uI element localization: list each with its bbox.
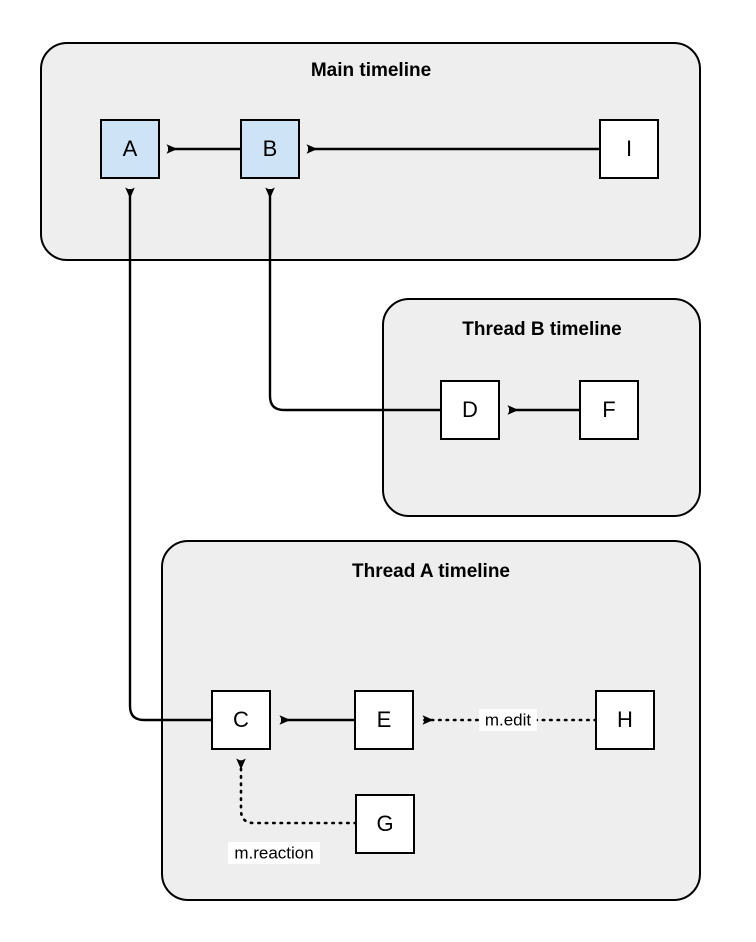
node-rect[interactable] xyxy=(100,119,160,179)
edges-layer xyxy=(125,144,600,825)
node-rect[interactable] xyxy=(354,690,414,750)
container-title: Thread A timeline xyxy=(352,561,510,582)
edge-label-background xyxy=(479,709,537,731)
event-node-E[interactable]: E xyxy=(354,690,414,750)
timeline-container-main-timeline: Main timeline xyxy=(40,42,701,261)
edge-C-to-A xyxy=(125,187,212,722)
edge-label-H-to-E: m.edit xyxy=(479,709,537,731)
node-label: D xyxy=(462,397,478,422)
container-rect xyxy=(382,298,701,517)
edge-D-to-B xyxy=(265,187,441,412)
node-label: I xyxy=(626,136,632,161)
node-label: G xyxy=(376,811,393,836)
node-rect[interactable] xyxy=(211,690,271,750)
node-label: B xyxy=(263,136,278,161)
event-node-I[interactable]: I xyxy=(599,119,659,179)
event-node-B[interactable]: B xyxy=(240,119,300,179)
container-title: Thread B timeline xyxy=(462,319,621,340)
event-node-A[interactable]: A xyxy=(100,119,160,179)
node-rect[interactable] xyxy=(240,119,300,179)
edge-label-background xyxy=(228,842,320,864)
timeline-container-thread-b-timeline: Thread B timeline xyxy=(382,298,701,517)
container-title: Main timeline xyxy=(311,60,431,81)
node-label: C xyxy=(233,707,249,732)
edge-label-G-to-C: m.reaction xyxy=(228,842,320,864)
event-node-D[interactable]: D xyxy=(440,380,500,440)
event-node-C[interactable]: C xyxy=(211,690,271,750)
node-label: F xyxy=(602,397,615,422)
node-rect[interactable] xyxy=(355,794,415,854)
node-rect[interactable] xyxy=(579,380,639,440)
event-node-F[interactable]: F xyxy=(579,380,639,440)
container-rect xyxy=(40,42,701,261)
edge-label-text: m.reaction xyxy=(234,843,313,862)
node-label: A xyxy=(123,136,138,161)
node-rect[interactable] xyxy=(440,380,500,440)
event-node-H[interactable]: H xyxy=(595,690,655,750)
node-label: H xyxy=(617,707,633,732)
event-nodes: A B I D F C E H G xyxy=(100,119,659,854)
edge-label-text: m.edit xyxy=(485,710,532,729)
node-rect[interactable] xyxy=(595,690,655,750)
edge-labels-layer: m.edit m.reaction xyxy=(228,709,537,864)
event-node-G[interactable]: G xyxy=(355,794,415,854)
edge-G-to-C xyxy=(236,758,358,825)
node-label: E xyxy=(377,707,392,732)
node-rect[interactable] xyxy=(599,119,659,179)
